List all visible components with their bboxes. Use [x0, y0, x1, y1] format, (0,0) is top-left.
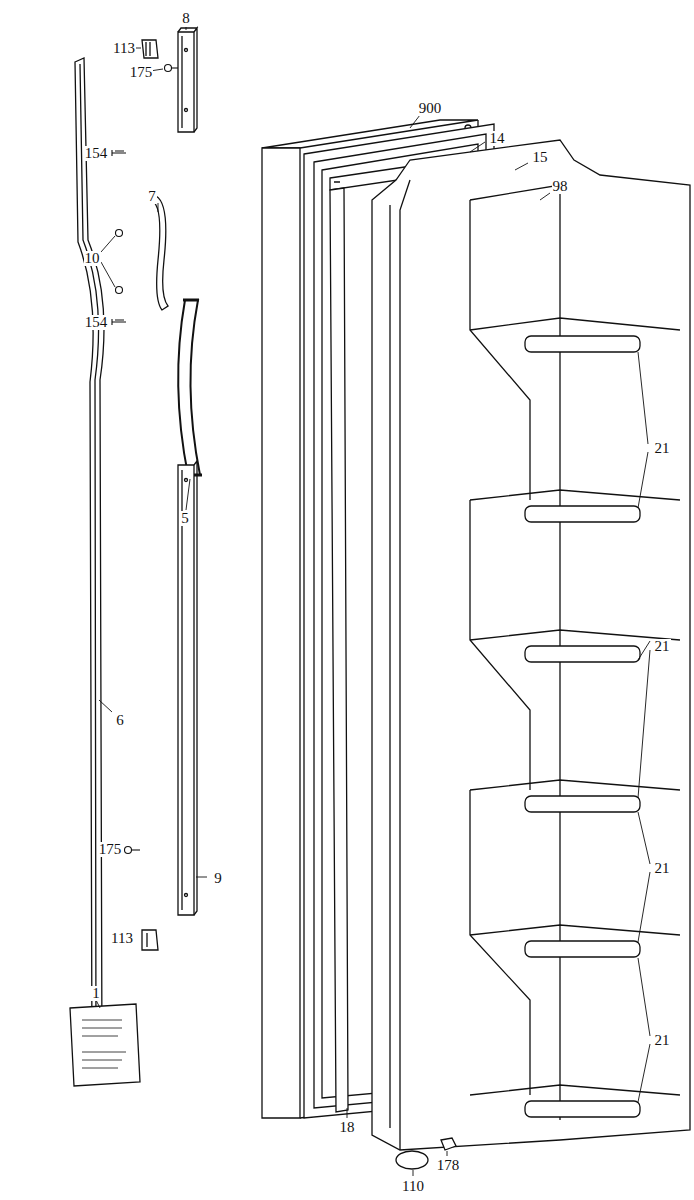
callout-number: 9 — [213, 871, 223, 886]
callout-number: 10 — [84, 251, 101, 266]
callout-number: 154 — [84, 315, 109, 330]
callout-number: 113 — [110, 931, 134, 946]
callout-number: 18 — [339, 1120, 356, 1135]
callout-number: 175 — [129, 65, 154, 80]
callout-number: 98 — [552, 179, 569, 194]
callout-number: 6 — [115, 713, 125, 728]
callout-number: 1 — [91, 986, 101, 1001]
callout-number: 178 — [436, 1158, 461, 1173]
callout-number: 7 — [147, 189, 157, 204]
callout-number: 113 — [112, 41, 136, 56]
callout-number: 5 — [180, 511, 190, 526]
callout-number: 154 — [84, 146, 109, 161]
callout-number: 175 — [98, 842, 123, 857]
callout-number: 14 — [489, 131, 506, 146]
callout-number: 900 — [418, 101, 443, 116]
callout-number: 110 — [401, 1179, 425, 1194]
callout-number: 21 — [654, 639, 671, 654]
callout-number: 8 — [181, 11, 191, 26]
callout-number: 21 — [654, 1033, 671, 1048]
callout-number: 21 — [654, 441, 671, 456]
callout-number: 15 — [532, 150, 549, 165]
callout-number: 21 — [654, 861, 671, 876]
